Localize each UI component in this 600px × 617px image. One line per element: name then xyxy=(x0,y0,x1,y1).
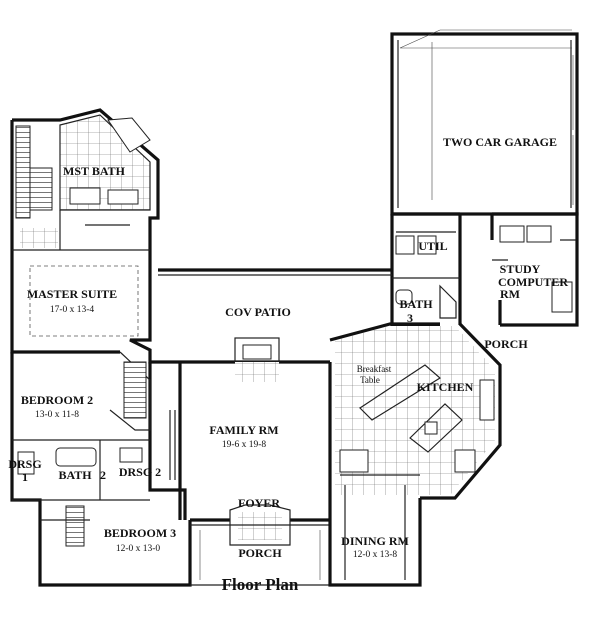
dining-rm-dims: 12-0 x 13-8 xyxy=(353,550,398,560)
garage-label: TWO CAR GARAGE xyxy=(443,135,557,149)
bedroom3-dims: 12-0 x 13-0 xyxy=(116,544,161,554)
study-label-2: COMPUTER xyxy=(498,275,568,289)
bath2-label: BATH xyxy=(58,468,92,482)
breakfast-label-2: Table xyxy=(360,375,380,385)
foyer-label: FOYER xyxy=(238,496,280,510)
drsg1-label-2: 1 xyxy=(22,470,28,484)
porch-right-label: PORCH xyxy=(484,337,528,351)
drsg2-label: DRSG 2 xyxy=(119,465,161,479)
bath2-number: 2 xyxy=(100,468,106,482)
util-label: UTIL xyxy=(418,239,447,253)
breakfast-label-1: Breakfast xyxy=(357,364,392,374)
bedroom2-label: BEDROOM 2 xyxy=(21,393,93,407)
garage-area xyxy=(390,29,579,216)
bedroom3-label: BEDROOM 3 xyxy=(104,526,176,540)
floor-plan-title: Floor Plan xyxy=(222,575,299,594)
family-rm-label: FAMILY RM xyxy=(209,423,278,437)
master-suite-label: MASTER SUITE xyxy=(27,287,117,301)
master-wing xyxy=(10,108,180,364)
bedroom2-dims: 13-0 x 11-8 xyxy=(35,410,79,420)
master-suite-dims: 17-0 x 13-4 xyxy=(50,305,95,315)
utility-wing xyxy=(390,212,579,327)
central-area xyxy=(158,268,392,586)
cov-patio-label: COV PATIO xyxy=(225,305,291,319)
family-rm-dims: 19-6 x 19-8 xyxy=(222,440,267,450)
porch-front-label: PORCH xyxy=(238,546,282,560)
drsg1-label-1: DRSG xyxy=(8,457,41,471)
bath3-label: BATH xyxy=(399,297,433,311)
bedroom-wing xyxy=(10,351,192,587)
dining-rm-label: DINING RM xyxy=(341,534,409,548)
mst-bath-label: MST BATH xyxy=(63,164,126,178)
dining-area xyxy=(328,470,422,587)
kitchen-label: KITCHEN xyxy=(417,380,474,394)
study-label-3: RM xyxy=(500,287,520,301)
study-label-1: STUDY xyxy=(500,262,541,276)
bath3-number: 3 xyxy=(407,311,413,325)
kitchen-area xyxy=(329,322,502,500)
